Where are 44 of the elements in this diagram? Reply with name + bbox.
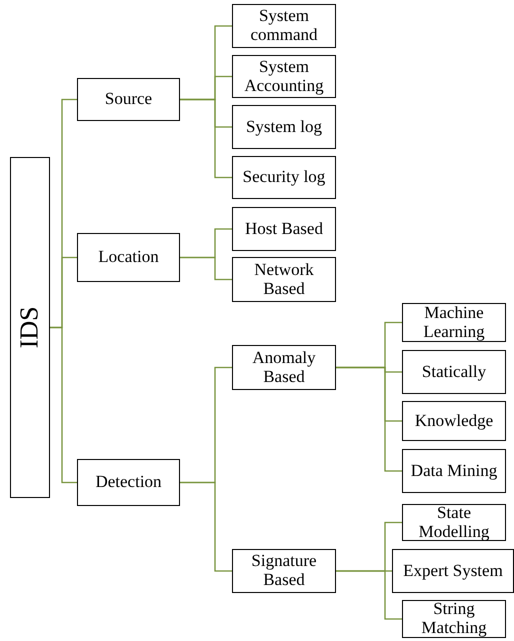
node-label: Source: [104, 90, 152, 109]
node-label: System Accounting: [243, 58, 325, 96]
node-label: String Matching: [420, 600, 488, 638]
category-box: [77, 78, 180, 121]
category-box: [402, 504, 506, 541]
node-label: System command: [249, 7, 319, 45]
node-label: State Modelling: [418, 504, 490, 542]
category-box: [402, 303, 506, 342]
connector-line: [180, 482, 232, 572]
node-label: Machine Learning: [422, 304, 486, 342]
connector-line: [336, 570, 402, 620]
node-label: Statically: [422, 362, 486, 382]
node-label: Host Based: [245, 220, 323, 238]
category-box: [232, 4, 336, 48]
node-label: Expert System: [403, 562, 503, 580]
root-box: [10, 157, 50, 498]
category-box: [232, 156, 336, 199]
connector-line: [180, 98, 232, 178]
category-box: [392, 549, 514, 593]
node-label: Network Based: [253, 260, 315, 298]
category-box: [402, 449, 506, 493]
category-box: [402, 350, 506, 394]
node-label: Security log: [242, 168, 326, 187]
node-label: System log: [246, 118, 322, 136]
category-box: [232, 345, 336, 390]
node-label: Data Mining: [410, 462, 498, 480]
node-label: Knowledge: [414, 412, 494, 430]
category-box: [232, 105, 336, 149]
category-box: [77, 459, 180, 506]
category-box: [232, 207, 336, 251]
connector-line: [180, 256, 232, 280]
category-box: [232, 549, 336, 593]
node-label: Detection: [95, 473, 162, 492]
category-box: [232, 257, 336, 302]
node-label: IDS: [16, 306, 44, 348]
node-label: Location: [98, 248, 159, 267]
category-box: [402, 600, 506, 638]
category-box: [232, 55, 336, 98]
category-box: [77, 233, 180, 282]
node-label: Anomaly Based: [251, 348, 317, 386]
connector-line: [50, 326, 77, 484]
connector-line: [336, 366, 402, 472]
node-label: Signature Based: [250, 552, 318, 590]
category-box: [402, 401, 506, 441]
